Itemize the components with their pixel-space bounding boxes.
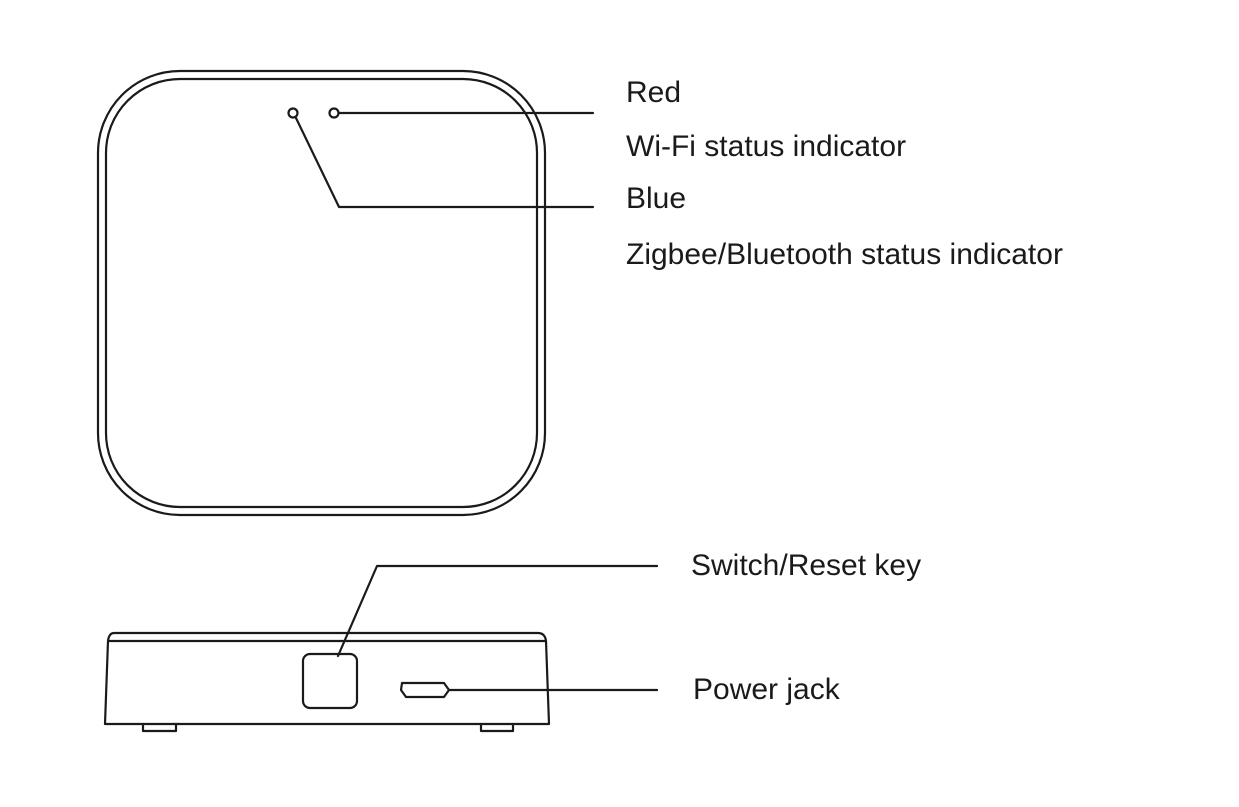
wifi-status-indicator-label: Wi-Fi status indicator xyxy=(626,130,907,163)
blue-label: Blue xyxy=(626,182,687,215)
power-jack-label: Power jack xyxy=(693,673,840,706)
switch-reset-key-label: Switch/Reset key xyxy=(691,549,922,582)
device-top-outline-outer xyxy=(96,69,547,517)
zigbee-bluetooth-led-icon xyxy=(287,107,299,119)
zigbee-bluetooth-status-indicator-label: Zigbee/Bluetooth status indicator xyxy=(626,238,1063,271)
device-side-view xyxy=(103,631,551,733)
red-label: Red xyxy=(626,76,682,109)
zigbee-bluetooth-led-leader-line xyxy=(294,116,595,209)
power-jack-icon xyxy=(399,681,451,699)
wifi-led-icon xyxy=(328,107,340,119)
device-side-body xyxy=(103,631,551,726)
device-top-view xyxy=(96,69,547,517)
device-foot-right xyxy=(479,722,515,733)
device-top-outline-inner xyxy=(104,77,539,509)
device-foot-left xyxy=(141,722,178,733)
switch-reset-leader-line xyxy=(336,564,659,658)
switch-reset-key-icon xyxy=(301,652,359,710)
